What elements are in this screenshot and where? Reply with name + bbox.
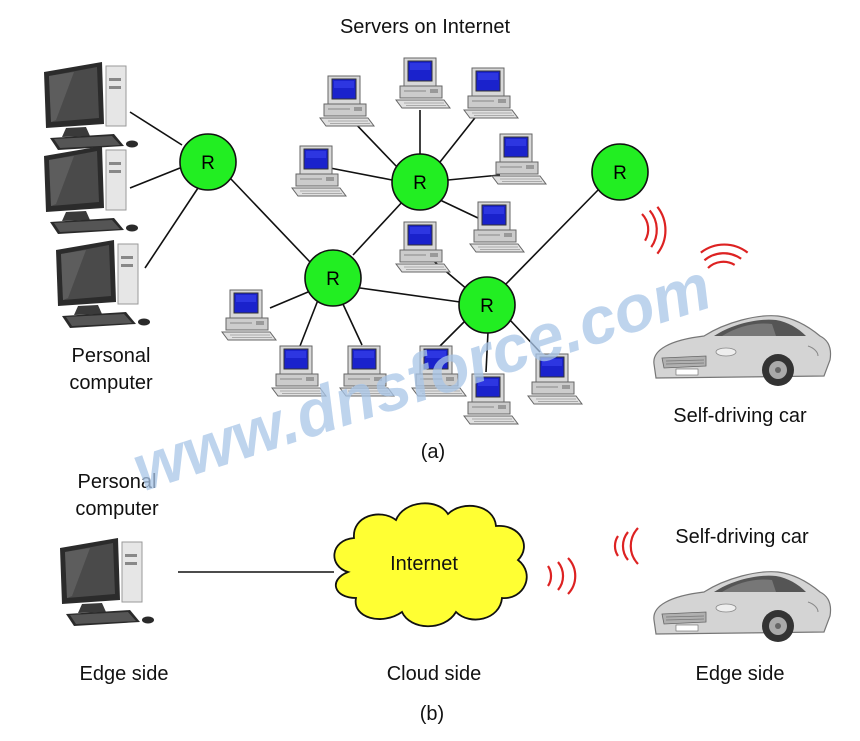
server-icon xyxy=(491,133,547,185)
server-icon xyxy=(469,201,525,253)
pc-label-line1: Personal xyxy=(78,471,157,493)
router-label: R xyxy=(413,173,427,194)
watermark-text: www.dnsforce.com xyxy=(123,249,719,506)
router: R xyxy=(304,249,362,307)
personal-computer-icon xyxy=(43,145,139,235)
car-label: Self-driving car xyxy=(673,405,807,427)
wireless-signal-icon xyxy=(547,557,577,595)
wireless-signal-icon xyxy=(629,201,676,256)
self-driving-car-icon xyxy=(653,571,832,643)
router: R xyxy=(391,153,449,211)
personal-computer-icon xyxy=(43,61,139,151)
personal-computer-icon xyxy=(59,537,155,627)
edge-side-left: Edge side xyxy=(80,663,169,685)
router-label: R xyxy=(480,296,494,317)
cloud-edge-diagram-b: Internet Personal computer Self-driving … xyxy=(59,471,832,725)
server-icon xyxy=(319,75,375,127)
caption-b: (b) xyxy=(420,703,444,725)
router-label: R xyxy=(326,269,340,290)
pc-label-line1: Personal xyxy=(72,345,151,367)
server-icon xyxy=(395,57,451,109)
network-diagram-a: R R R R R Servers on Internet Personal xyxy=(43,16,832,463)
router: R xyxy=(458,276,516,334)
server-icon xyxy=(463,67,519,119)
pc-label-line2: computer xyxy=(69,372,153,394)
car-label: Self-driving car xyxy=(675,526,809,548)
wireless-signal-icon xyxy=(613,527,639,565)
server-icon xyxy=(395,221,451,273)
wireless-router: R xyxy=(591,143,649,201)
internet-cloud: Internet xyxy=(333,502,528,628)
servers-title: Servers on Internet xyxy=(340,16,511,38)
wireless-signal-icon xyxy=(695,234,750,281)
router-label: R xyxy=(201,153,215,174)
router-label: R xyxy=(613,163,627,184)
edge-side-right: Edge side xyxy=(696,663,785,685)
router: R xyxy=(179,133,237,191)
cloud-label: Internet xyxy=(390,553,458,575)
network-links xyxy=(129,110,601,373)
personal-computer-icon xyxy=(55,239,151,329)
cloud-side-label: Cloud side xyxy=(387,663,482,685)
server-icon xyxy=(291,145,347,197)
caption-a: (a) xyxy=(421,441,445,463)
pc-label-line2: computer xyxy=(75,498,159,520)
server-icon xyxy=(221,289,277,341)
